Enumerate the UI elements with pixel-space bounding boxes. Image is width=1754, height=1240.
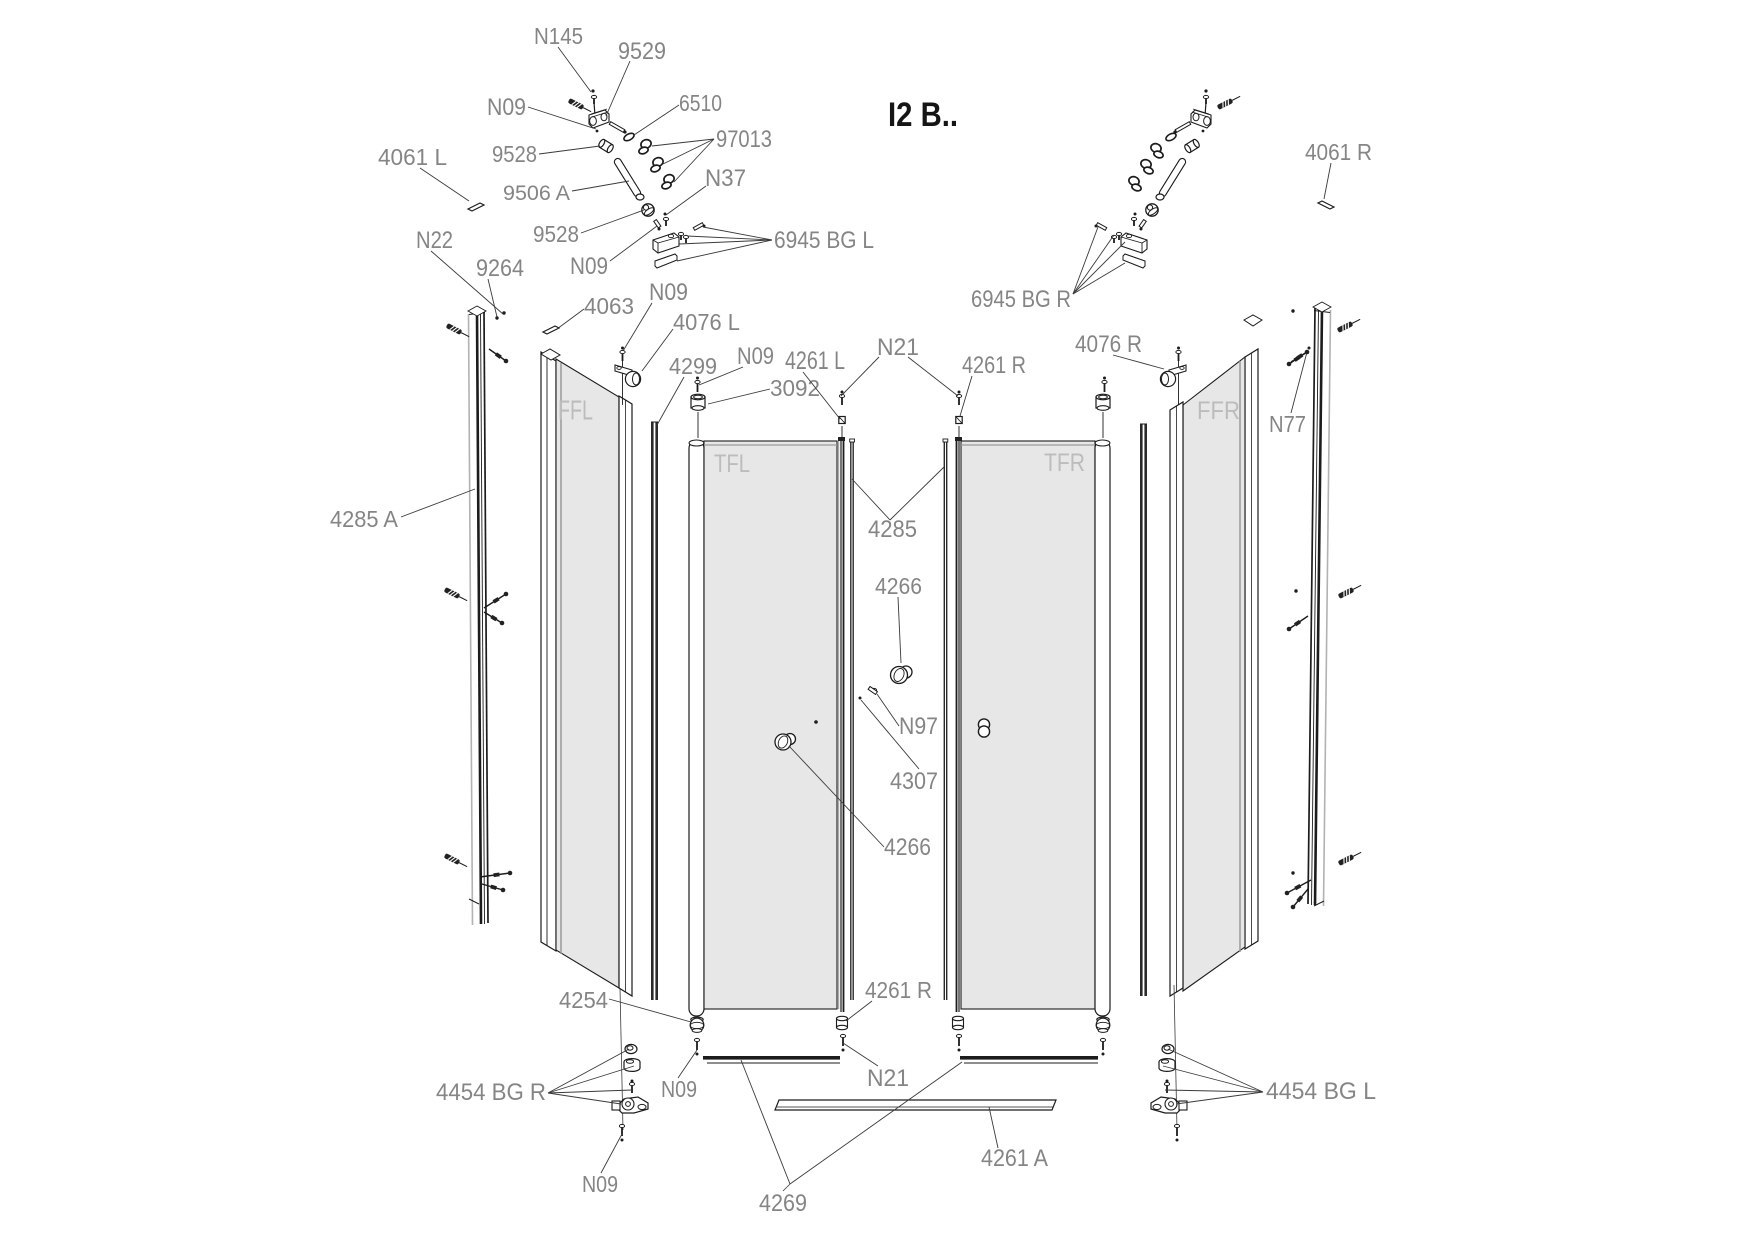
svg-text:4299: 4299 bbox=[669, 353, 717, 379]
svg-text:4261 A: 4261 A bbox=[981, 1145, 1048, 1172]
svg-text:9528: 9528 bbox=[492, 141, 537, 167]
svg-text:N09: N09 bbox=[487, 94, 526, 121]
svg-text:TFR: TFR bbox=[1044, 449, 1085, 477]
svg-text:6945 BG L: 6945 BG L bbox=[774, 227, 874, 254]
svg-text:I2 B..: I2 B.. bbox=[888, 96, 958, 134]
svg-text:FFL: FFL bbox=[558, 395, 593, 426]
svg-text:N21: N21 bbox=[867, 1065, 909, 1092]
svg-text:4307: 4307 bbox=[890, 768, 938, 795]
svg-text:4261 R: 4261 R bbox=[865, 977, 932, 1003]
svg-text:4261 R: 4261 R bbox=[962, 352, 1026, 379]
svg-text:4261 L: 4261 L bbox=[785, 347, 845, 375]
svg-text:4061 R: 4061 R bbox=[1305, 139, 1372, 165]
svg-text:N09: N09 bbox=[570, 253, 608, 280]
svg-text:6510: 6510 bbox=[679, 90, 722, 116]
svg-text:9528: 9528 bbox=[533, 221, 579, 247]
svg-text:4076 L: 4076 L bbox=[673, 309, 740, 335]
svg-text:4266: 4266 bbox=[884, 834, 931, 861]
svg-text:4061 L: 4061 L bbox=[378, 144, 447, 170]
svg-text:4285 A: 4285 A bbox=[330, 506, 399, 532]
svg-text:4254: 4254 bbox=[559, 987, 608, 1013]
svg-text:4269: 4269 bbox=[759, 1190, 807, 1217]
svg-text:N09: N09 bbox=[661, 1076, 697, 1102]
svg-text:N09: N09 bbox=[582, 1171, 618, 1197]
svg-text:TFL: TFL bbox=[714, 450, 750, 478]
svg-text:9264: 9264 bbox=[476, 255, 524, 282]
svg-text:6945 BG R: 6945 BG R bbox=[971, 286, 1071, 313]
svg-text:97013: 97013 bbox=[716, 126, 772, 153]
svg-text:N97: N97 bbox=[899, 713, 938, 740]
svg-text:4076 R: 4076 R bbox=[1075, 331, 1142, 358]
svg-text:4266: 4266 bbox=[875, 573, 922, 599]
svg-text:4454 BG L: 4454 BG L bbox=[1266, 1078, 1376, 1105]
svg-text:9506 A: 9506 A bbox=[503, 181, 571, 205]
svg-text:3092: 3092 bbox=[770, 375, 820, 401]
svg-text:9529: 9529 bbox=[618, 38, 666, 65]
svg-text:N21: N21 bbox=[877, 334, 919, 361]
svg-text:4285: 4285 bbox=[868, 516, 917, 543]
svg-text:N37: N37 bbox=[705, 165, 746, 192]
svg-text:4063: 4063 bbox=[584, 293, 634, 319]
svg-text:4454 BG R: 4454 BG R bbox=[436, 1079, 546, 1106]
svg-text:N22: N22 bbox=[416, 227, 453, 254]
svg-text:N145: N145 bbox=[534, 23, 583, 49]
svg-text:FFR: FFR bbox=[1197, 397, 1240, 425]
svg-text:N09: N09 bbox=[649, 279, 688, 306]
svg-text:N09: N09 bbox=[737, 343, 774, 370]
svg-text:N77: N77 bbox=[1269, 411, 1306, 437]
